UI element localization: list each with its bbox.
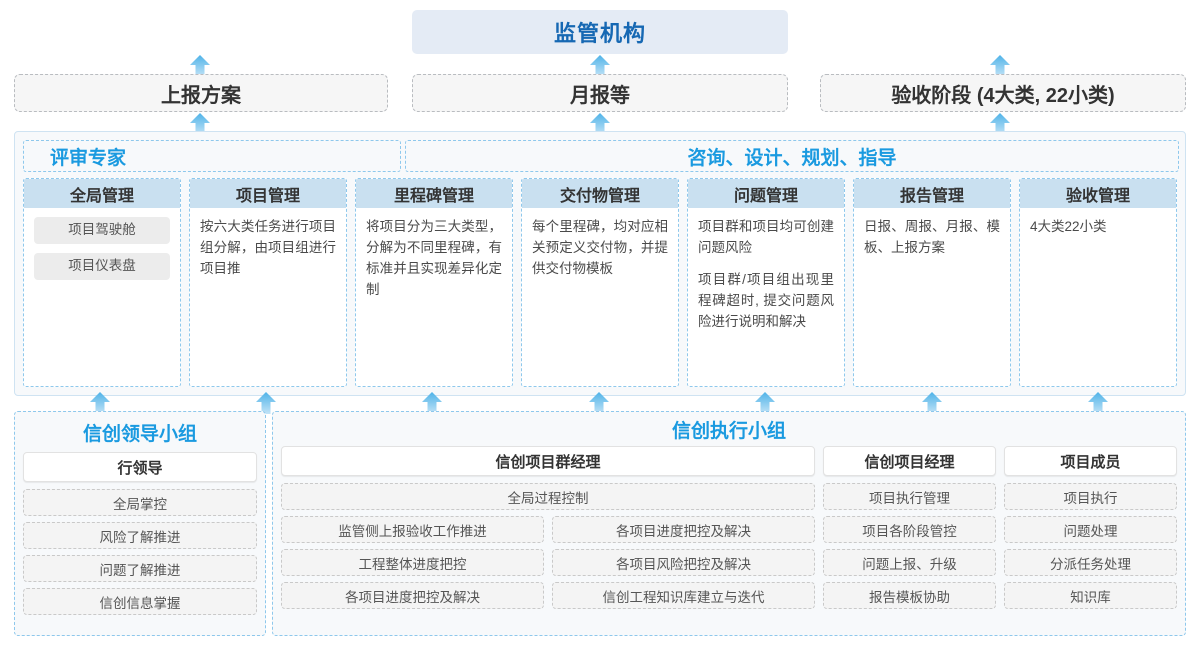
list-item[interactable]: 各项目进度把控及解决 [552, 516, 815, 543]
column-body: 按六大类任务进行项目组分解，由项目组进行项目推 [190, 208, 346, 386]
arrow-up-icon [588, 391, 610, 415]
list-item[interactable]: 各项目进度把控及解决 [281, 582, 544, 609]
arrow-up-icon [189, 112, 211, 136]
arrow-up-icon [754, 391, 776, 415]
leader-group-title: 信创领导小组 [82, 424, 197, 445]
column-title: 报告管理 [854, 179, 1010, 208]
column-paragraph: 4大类22小类 [1030, 219, 1107, 234]
management-columns: 全局管理 项目驾驶舱 项目仪表盘 项目管理 按六大类任务进行项目组分解，由项目组… [23, 178, 1177, 387]
list-item[interactable]: 风险了解推进 [23, 522, 257, 549]
list-item[interactable]: 全局过程控制 [281, 483, 815, 510]
arrow-up-icon [89, 391, 111, 415]
list-item[interactable]: 项目驾驶舱 [34, 217, 170, 244]
exec-columns: 信创项目群经理 全局过程控制 监管侧上报验收工作推进 工程整体进度把控 各项目进… [281, 446, 1177, 609]
column-body: 4大类22小类 [1020, 208, 1176, 386]
role-project-member[interactable]: 项目成员 [1004, 446, 1177, 476]
column-report-management[interactable]: 报告管理 日报、周报、月报、模板、上报方案 [853, 178, 1011, 387]
column-title: 问题管理 [688, 179, 844, 208]
list-item[interactable]: 信创工程知识库建立与迭代 [552, 582, 815, 609]
column-paragraph: 日报、周报、月报、模板、上报方案 [864, 219, 1000, 255]
list-item[interactable]: 问题了解推进 [23, 555, 257, 582]
list-item[interactable]: 报告模板协助 [823, 582, 996, 609]
arrow-up-icon [421, 391, 443, 415]
management-panel: 评审专家 咨询、设计、规划、指导 全局管理 项目驾驶舱 项目仪表盘 项目管理 按… [14, 131, 1186, 396]
column-issue-management[interactable]: 问题管理 项目群和项目均可创建问题风险 项目群/项目组出现里程碑超时, 提交问题… [687, 178, 845, 387]
column-body: 项目驾驶舱 项目仪表盘 [24, 208, 180, 386]
project-manager-block: 信创项目经理 项目执行管理 项目各阶段管控 问题上报、升级 报告模板协助 [823, 446, 996, 609]
list-item[interactable]: 工程整体进度把控 [281, 549, 544, 576]
program-manager-left-column: 监管侧上报验收工作推进 工程整体进度把控 各项目进度把控及解决 [281, 516, 544, 609]
column-milestone-management[interactable]: 里程碑管理 将项目分为三大类型，分解为不同里程碑，有标准并且实现差异化定制 [355, 178, 513, 387]
list-item[interactable]: 知识库 [1004, 582, 1177, 609]
list-item[interactable]: 监管侧上报验收工作推进 [281, 516, 544, 543]
column-paragraph: 每个里程碑，均对应相关预定义交付物，并提供交付物模板 [532, 219, 668, 276]
program-manager-block: 信创项目群经理 全局过程控制 监管侧上报验收工作推进 工程整体进度把控 各项目进… [281, 446, 815, 609]
column-body: 每个里程碑，均对应相关预定义交付物，并提供交付物模板 [522, 208, 678, 386]
column-paragraph: 按六大类任务进行项目组分解，由项目组进行项目推 [200, 219, 336, 276]
arrow-up-icon [589, 54, 611, 78]
arrow-up-icon [921, 391, 943, 415]
exec-group-panel: 信创执行小组 信创项目群经理 全局过程控制 监管侧上报验收工作推进 工程整体进度… [272, 411, 1186, 636]
acceptance-stage-box: 验收阶段 (4大类, 22小类) [820, 74, 1186, 112]
project-member-block: 项目成员 项目执行 问题处理 分派任务处理 知识库 [1004, 446, 1177, 609]
program-manager-grid: 监管侧上报验收工作推进 工程整体进度把控 各项目进度把控及解决 各项目进度把控及… [281, 516, 815, 609]
role-project-manager[interactable]: 信创项目经理 [823, 446, 996, 476]
list-item[interactable]: 全局掌控 [23, 489, 257, 516]
column-project-management[interactable]: 项目管理 按六大类任务进行项目组分解，由项目组进行项目推 [189, 178, 347, 387]
program-manager-right-column: 各项目进度把控及解决 各项目风险把控及解决 信创工程知识库建立与迭代 [552, 516, 815, 609]
column-title: 全局管理 [24, 179, 180, 208]
monthly-report-box: 月报等 [412, 74, 788, 112]
column-title: 里程碑管理 [356, 179, 512, 208]
column-title: 项目管理 [190, 179, 346, 208]
column-title: 交付物管理 [522, 179, 678, 208]
role-bank-leader[interactable]: 行领导 [23, 452, 257, 482]
column-body: 项目群和项目均可创建问题风险 项目群/项目组出现里程碑超时, 提交问题风险进行说… [688, 208, 844, 386]
column-title: 验收管理 [1020, 179, 1176, 208]
list-item[interactable]: 各项目风险把控及解决 [552, 549, 815, 576]
list-item[interactable]: 信创信息掌握 [23, 588, 257, 615]
column-paragraph: 项目群和项目均可创建问题风险 [698, 219, 834, 255]
list-item[interactable]: 项目仪表盘 [34, 253, 170, 280]
arrow-up-icon [255, 391, 277, 415]
leader-group-panel: 信创领导小组 行领导 全局掌控 风险了解推进 问题了解推进 信创信息掌握 [14, 411, 266, 636]
column-acceptance-management[interactable]: 验收管理 4大类22小类 [1019, 178, 1177, 387]
arrow-up-icon [989, 54, 1011, 78]
exec-right-columns: 信创项目经理 项目执行管理 项目各阶段管控 问题上报、升级 报告模板协助 项目成… [823, 446, 1177, 609]
review-expert-band: 评审专家 [23, 140, 401, 172]
column-paragraph: 项目群/项目组出现里程碑超时, 提交问题风险进行说明和解决 [698, 271, 834, 329]
role-program-manager[interactable]: 信创项目群经理 [281, 446, 815, 476]
list-item[interactable]: 项目执行 [1004, 483, 1177, 510]
column-deliverable-management[interactable]: 交付物管理 每个里程碑，均对应相关预定义交付物，并提供交付物模板 [521, 178, 679, 387]
report-plan-box: 上报方案 [14, 74, 388, 112]
arrow-up-icon [1087, 391, 1109, 415]
list-item[interactable]: 分派任务处理 [1004, 549, 1177, 576]
arrow-up-icon [989, 112, 1011, 136]
consulting-band: 咨询、设计、规划、指导 [405, 140, 1179, 172]
list-item[interactable]: 项目各阶段管控 [823, 516, 996, 543]
column-body: 将项目分为三大类型，分解为不同里程碑，有标准并且实现差异化定制 [356, 208, 512, 386]
column-global-management[interactable]: 全局管理 项目驾驶舱 项目仪表盘 [23, 178, 181, 387]
column-paragraph: 将项目分为三大类型，分解为不同里程碑，有标准并且实现差异化定制 [366, 219, 502, 297]
arrow-up-icon [189, 54, 211, 78]
column-body: 日报、周报、月报、模板、上报方案 [854, 208, 1010, 386]
list-item[interactable]: 问题处理 [1004, 516, 1177, 543]
regulator-box: 监管机构 [412, 10, 788, 54]
list-item[interactable]: 项目执行管理 [823, 483, 996, 510]
list-item[interactable]: 问题上报、升级 [823, 549, 996, 576]
arrow-up-icon [589, 112, 611, 136]
